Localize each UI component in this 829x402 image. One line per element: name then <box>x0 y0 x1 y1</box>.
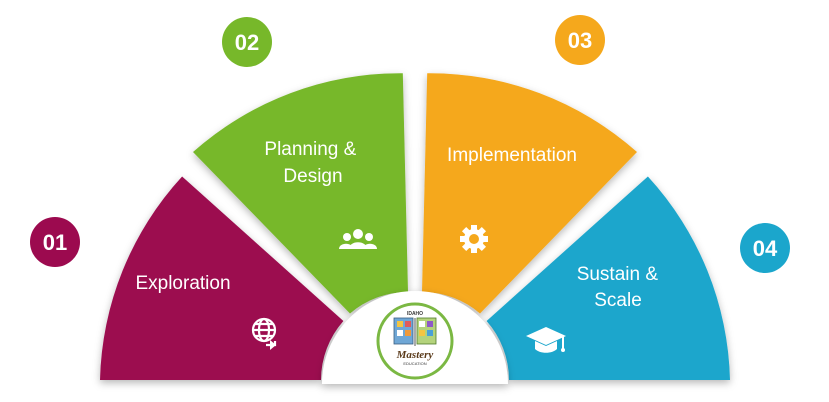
step-label-line: Planning & <box>264 139 356 160</box>
badge-circle <box>30 217 80 267</box>
step-label-line: Scale <box>594 290 642 311</box>
badge-number: 01 <box>43 230 67 255</box>
center-logo: IDAHO Mastery EDUCATION <box>322 291 508 384</box>
step-label-line: Sustain & <box>577 264 659 285</box>
badge-circle <box>222 17 272 67</box>
badge-circle <box>740 223 790 273</box>
globe-arrow-icon <box>251 317 277 350</box>
gear-icon <box>460 225 488 253</box>
segment-planning-design <box>193 73 408 314</box>
graduation-cap-icon <box>526 327 566 353</box>
segment-implementation <box>422 73 637 314</box>
step-label-line: Exploration <box>135 273 230 294</box>
step-label-planning-design: Planning & Design <box>264 139 361 187</box>
step-label-implementation: Implementation <box>447 145 577 166</box>
badge-number: 02 <box>235 30 259 55</box>
logo-book-icon <box>393 317 437 346</box>
step-badge-03: 03 <box>555 15 605 65</box>
team-icon <box>339 229 377 249</box>
step-badge-01: 01 <box>30 217 80 267</box>
step-label-sustain-scale: Sustain & Scale <box>577 264 664 311</box>
step-label-line: Implementation <box>447 145 577 166</box>
badge-number: 03 <box>568 28 592 53</box>
step-label-line: Design <box>283 166 342 187</box>
logo-top-text: IDAHO <box>407 311 423 317</box>
logo-word: Mastery <box>396 349 434 361</box>
segment-exploration <box>100 176 344 380</box>
badge-number: 04 <box>753 236 778 261</box>
step-badge-04: 04 <box>740 223 790 273</box>
badge-circle <box>555 15 605 65</box>
logo-bottom-text: EDUCATION <box>403 361 426 366</box>
step-label-exploration: Exploration <box>135 273 230 294</box>
step-badge-02: 02 <box>222 17 272 67</box>
